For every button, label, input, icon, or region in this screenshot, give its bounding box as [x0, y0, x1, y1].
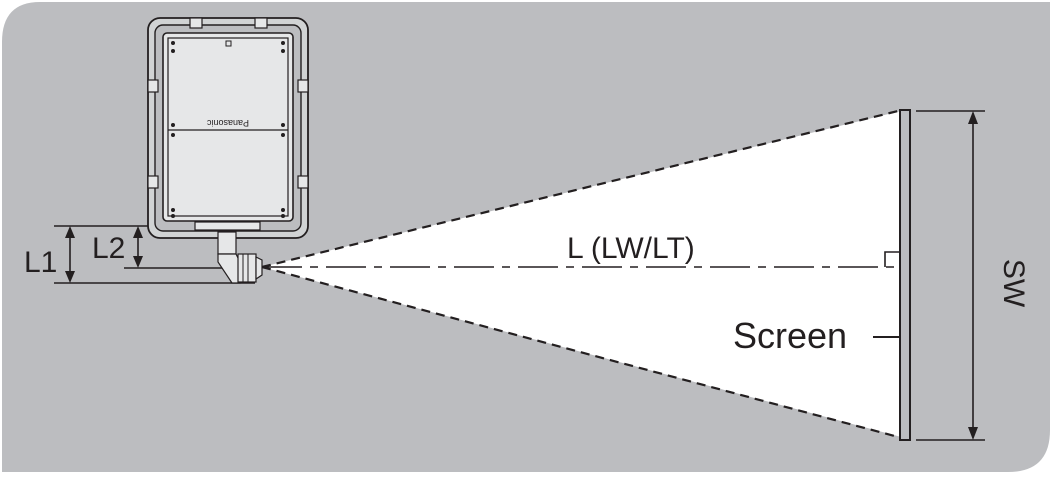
right-angle-marker	[884, 251, 901, 267]
label-l1: L1	[24, 246, 57, 279]
label-screen-width: SW	[997, 259, 1030, 308]
projection-beam	[262, 110, 905, 438]
beam-edges	[261, 108, 903, 440]
projector: Panasonic	[147, 17, 309, 284]
label-l2: L2	[92, 232, 125, 265]
l1-l2-dimensions	[54, 225, 255, 284]
label-throw-distance: L (LW/LT)	[567, 232, 695, 265]
sw-dimension	[916, 110, 985, 441]
label-screen: Screen	[733, 315, 847, 356]
projector-brand-text: Panasonic	[206, 118, 249, 128]
screen	[899, 109, 911, 441]
